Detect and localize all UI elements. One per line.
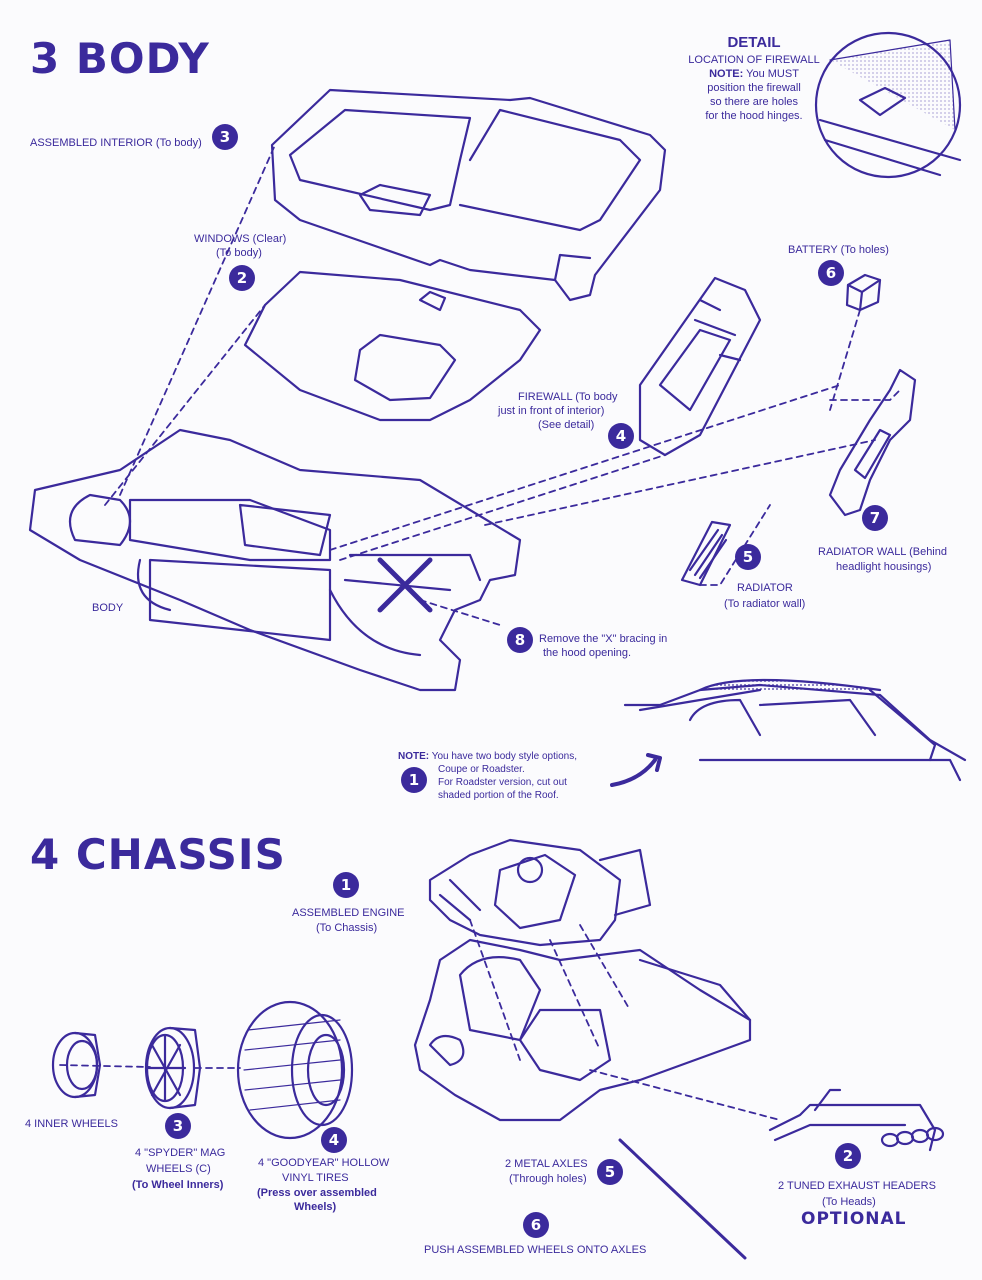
detail-line3: position the firewall [707,82,801,94]
step-body-8-label2: the hood opening. [543,647,632,659]
note-text1: You have two body style options, [429,751,577,762]
step-chassis-2-badge: 2 [835,1143,861,1169]
roadster-note: NOTE: You have two body style options, C… [398,750,608,802]
step-chassis-5-label2: (Through holes) [509,1173,587,1185]
step-body-2-badge: 2 [229,265,255,291]
detail-note-line: NOTE: You MUST [688,67,820,81]
step-chassis-1-label2: (To Chassis) [316,922,378,934]
step-body-2-label2: (To body) [216,247,262,259]
note-line2: Coupe or Roadster. [438,764,525,775]
step-chassis-4-label4: Wheels) [294,1201,337,1213]
metal-axle [618,1138,747,1260]
step-chassis-3-badge: 3 [165,1113,191,1139]
step-body-5-badge: 5 [735,544,761,570]
step-body-6-badge: 6 [818,260,844,286]
detail-line1: LOCATION OF FIREWALL [688,54,820,66]
step-body-7-label1: RADIATOR WALL (Behind [818,546,947,558]
step-body-4-label2: just in front of interior) [498,405,605,417]
section-title-chassis: 4 CHASSIS [30,830,286,879]
step-body-3-label: ASSEMBLED INTERIOR (To body) [30,137,202,149]
step-chassis-3-label1: 4 "SPYDER" MAG [135,1147,226,1159]
assembly-guides-body [104,144,901,626]
exhaust-headers [768,1088,945,1152]
step-chassis-2-label2: (To Heads) [822,1196,876,1208]
radiator-part [680,520,732,587]
step-chassis-2-label1: 2 TUNED EXHAUST HEADERS [778,1180,936,1192]
chassis-frame [413,938,752,1122]
note-line3: For Roadster version, cut out [438,777,567,788]
inner-wheels-label: 4 INNER WHEELS [25,1118,118,1130]
step-chassis-4-label2: VINYL TIRES [282,1172,349,1184]
step-chassis-6-label: PUSH ASSEMBLED WHEELS ONTO AXLES [424,1244,647,1256]
engine-part [428,838,652,947]
vinyl-tire [236,1000,354,1140]
step-body-8-badge: 8 [507,627,533,653]
body-shell [28,428,522,692]
radiator-wall-part [828,368,917,517]
step-chassis-5-badge: 5 [597,1159,623,1185]
battery-part [845,273,882,312]
step-body-8-label1: Remove the "X" bracing in [539,633,668,645]
assembly-guides-chassis [59,919,781,1121]
step-body-4-label1: FIREWALL (To body [518,391,618,403]
step-chassis-3-label3: (To Wheel Inners) [132,1179,224,1191]
detail-callout: DETAIL LOCATION OF FIREWALL NOTE: You MU… [688,33,820,123]
step-chassis-5-label1: 2 METAL AXLES [505,1158,588,1170]
firewall-part [638,276,762,457]
step-body-1-badge: 1 [401,767,427,793]
step-body-5-label2: (To radiator wall) [724,598,806,610]
step-chassis-4-label3: (Press over assembled [257,1187,377,1199]
body-label: BODY [92,602,124,614]
windows-part [243,270,542,422]
step-body-7-label2: headlight housings) [836,561,932,573]
step-chassis-1-label1: ASSEMBLED ENGINE [292,907,405,919]
step-chassis-4-badge: 4 [321,1127,347,1153]
step-body-4-badge: 4 [608,423,634,449]
note-line4: shaded portion of the Roof. [438,790,559,801]
detail-line4: so there are holes [709,96,799,108]
optional-label: OPTIONAL [801,1209,907,1229]
section-title-body: 3 BODY [30,34,210,83]
step-body-6-label: BATTERY (To holes) [788,244,889,256]
step-chassis-3-label2: WHEELS (C) [146,1163,211,1175]
step-body-3-badge: 3 [212,124,238,150]
note-label: NOTE: [398,751,430,762]
step-chassis-4-label1: 4 "GOODYEAR" HOLLOW [258,1157,390,1169]
step-body-2-label1: WINDOWS (Clear) [194,233,287,245]
step-chassis-6-badge: 6 [523,1212,549,1238]
detail-circle [814,31,962,179]
step-body-5-label1: RADIATOR [737,582,793,594]
step-body-7-badge: 7 [862,505,888,531]
interior-part [270,88,667,302]
detail-heading: DETAIL [727,34,781,51]
step-chassis-1-badge: 1 [333,872,359,898]
roadster-roof-sketch [623,678,967,782]
detail-line5: for the hood hinges. [705,110,803,122]
step-body-4-label3: (See detail) [538,419,595,431]
detail-line2: You MUST [743,68,799,80]
mag-wheel [144,1026,202,1110]
detail-note-label: NOTE: [709,68,744,80]
note-line1: NOTE: You have two body style options, [398,750,608,763]
